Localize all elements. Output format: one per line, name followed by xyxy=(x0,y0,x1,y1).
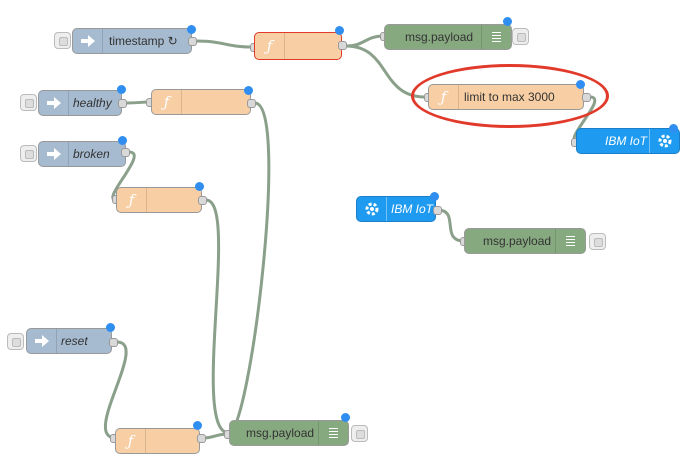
inject-button-timestamp[interactable] xyxy=(54,32,71,49)
list-icon xyxy=(318,421,348,445)
node-reset[interactable]: reset xyxy=(26,328,112,354)
changed-indicator xyxy=(193,421,202,430)
changed-indicator xyxy=(341,413,350,422)
node-ibmiot-in[interactable]: IBM IoT xyxy=(356,196,436,222)
output-port[interactable] xyxy=(433,206,442,215)
node-healthy[interactable]: healthy xyxy=(38,90,122,116)
changed-indicator xyxy=(117,85,126,94)
wire-timestamp-func xyxy=(195,39,254,49)
arrow-icon xyxy=(39,91,69,115)
inject-button-broken[interactable] xyxy=(20,145,37,162)
output-port[interactable] xyxy=(118,99,127,108)
inject-button-reset[interactable] xyxy=(7,333,24,350)
list-icon xyxy=(555,229,585,253)
node-label: msg.payload xyxy=(246,426,315,440)
node-label: IBM IoT xyxy=(391,202,434,216)
function-icon: ƒ xyxy=(429,85,459,109)
node-label: broken xyxy=(73,147,110,161)
wire-funcbroken-debug xyxy=(205,198,230,435)
node-function-reset[interactable]: ƒ xyxy=(115,428,200,454)
changed-indicator xyxy=(195,182,204,191)
debug-toggle-button[interactable] xyxy=(512,28,529,45)
node-debug-mid[interactable]: msg.payload xyxy=(464,228,586,254)
output-port[interactable] xyxy=(188,37,197,46)
changed-indicator xyxy=(576,80,585,89)
highlight-ellipse xyxy=(411,64,609,128)
node-function-top[interactable]: ƒ xyxy=(254,32,342,60)
output-port[interactable] xyxy=(121,148,130,157)
changed-indicator xyxy=(503,17,512,26)
changed-indicator xyxy=(669,124,678,133)
debug-toggle-button[interactable] xyxy=(589,233,606,250)
changed-indicator xyxy=(106,323,115,332)
node-timestamp[interactable]: timestamp ↻ xyxy=(72,28,192,54)
list-icon xyxy=(481,25,511,49)
output-port[interactable] xyxy=(109,338,118,347)
gear-icon xyxy=(649,129,679,153)
inject-button-healthy[interactable] xyxy=(20,94,37,111)
arrow-icon xyxy=(39,142,69,166)
function-icon: ƒ xyxy=(255,33,285,59)
node-ibmiot-out[interactable]: IBM IoT xyxy=(576,128,680,154)
output-port[interactable] xyxy=(198,196,207,205)
node-function-broken[interactable]: ƒ xyxy=(116,187,202,213)
node-label: healthy xyxy=(73,96,112,110)
node-label: msg.payload xyxy=(405,30,474,44)
gear-icon xyxy=(357,197,387,221)
arrow-icon xyxy=(27,329,57,353)
wire-reset-func xyxy=(103,340,128,440)
output-port[interactable] xyxy=(247,99,256,108)
node-debug-bottom[interactable]: msg.payload xyxy=(229,420,349,446)
debug-toggle-button[interactable] xyxy=(351,425,368,442)
output-port[interactable] xyxy=(338,41,347,50)
function-icon: ƒ xyxy=(117,188,147,212)
node-label: msg.payload xyxy=(483,234,552,248)
output-port[interactable] xyxy=(582,93,591,102)
node-label: reset xyxy=(61,334,88,348)
changed-indicator xyxy=(430,192,439,201)
changed-indicator xyxy=(187,25,196,34)
arrow-icon xyxy=(73,29,103,53)
wire-func-debug-top xyxy=(345,34,385,48)
node-label: limit to max 3000 xyxy=(464,90,555,104)
changed-indicator xyxy=(335,26,344,35)
node-broken[interactable]: broken xyxy=(38,141,126,167)
wire-funchealthy-debug xyxy=(228,101,271,435)
node-debug-top[interactable]: msg.payload xyxy=(384,24,512,50)
function-icon: ƒ xyxy=(116,429,146,453)
changed-indicator xyxy=(244,86,253,95)
wire-ibmin-debug xyxy=(437,208,465,243)
node-function-healthy[interactable]: ƒ xyxy=(151,89,251,115)
node-label: timestamp ↻ xyxy=(109,34,178,48)
changed-indicator xyxy=(118,136,127,145)
function-icon: ƒ xyxy=(152,90,182,114)
node-function-limit[interactable]: ƒ limit to max 3000 xyxy=(428,84,584,110)
node-label: IBM IoT xyxy=(605,134,648,148)
output-port[interactable] xyxy=(197,434,206,443)
